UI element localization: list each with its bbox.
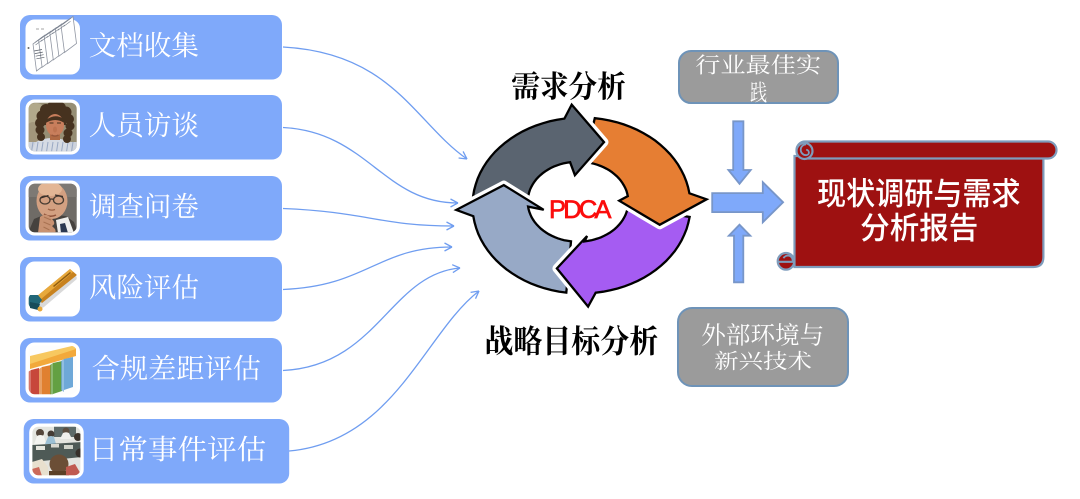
svg-text:PDCA: PDCA xyxy=(549,196,612,224)
